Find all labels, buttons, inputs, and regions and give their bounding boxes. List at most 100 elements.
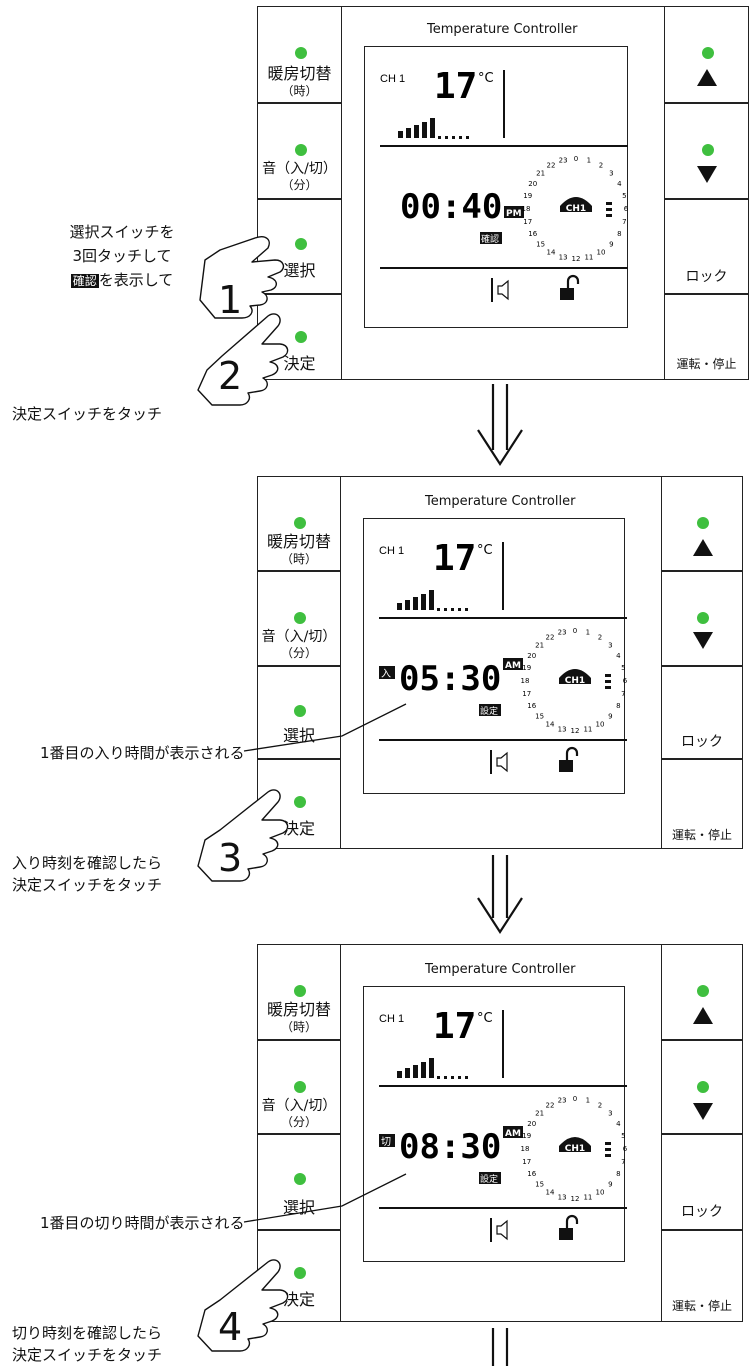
clock-hour-label: 16 xyxy=(527,702,536,710)
run-stop-button[interactable]: 運転・停止 xyxy=(661,1230,743,1322)
temperature-unit: °C xyxy=(477,543,493,558)
sound-button[interactable]: 音（入/切） （分） xyxy=(257,1040,341,1134)
clock-hour-label: 6 xyxy=(624,205,629,213)
level-bar xyxy=(421,594,426,610)
clock-hour-label: 22 xyxy=(546,1102,555,1110)
ampm-label: AM xyxy=(505,1129,521,1139)
lock-label: ロック xyxy=(681,1204,723,1220)
callout-step-4: 1番目の切り時間が表示される xyxy=(40,1214,245,1232)
segment-mark xyxy=(605,674,611,677)
clock-hour-label: 5 xyxy=(622,192,626,200)
channel-badge xyxy=(560,197,592,212)
level-dot xyxy=(451,1076,454,1079)
select-button[interactable]: 選択 xyxy=(257,1134,341,1230)
clock-hour-label: 7 xyxy=(621,1158,625,1166)
sound-sub: （分） xyxy=(280,646,317,660)
segment-mark xyxy=(605,1154,611,1157)
sound-button[interactable]: 音（入/切） （分） xyxy=(257,103,342,199)
controller-panel-3-box: 暖房切替 （時） 音（入/切） （分） 選択 決定 ロック 運転・停止 Temp… xyxy=(257,944,743,1322)
level-bar xyxy=(413,597,418,610)
heat-switch-sub: （時） xyxy=(280,552,317,566)
clock-hour-label: 3 xyxy=(608,1110,612,1118)
sound-sub: （分） xyxy=(280,1115,317,1129)
confirm-badge: 確認 xyxy=(70,274,99,288)
lock-button[interactable]: ロック xyxy=(661,666,743,759)
up-button[interactable] xyxy=(661,476,743,571)
lock-button[interactable]: ロック xyxy=(661,1134,743,1230)
lock-button[interactable]: ロック xyxy=(664,199,749,294)
clock-hour-label: 12 xyxy=(572,255,581,263)
clock-hour-label: 1 xyxy=(587,157,591,165)
clock-hour-label: 18 xyxy=(521,677,530,685)
controller-panel-2: 暖房切替 （時） 音（入/切） （分） 選択 決定 ロック 運転・停止 Temp… xyxy=(257,476,743,849)
level-bar xyxy=(421,1062,426,1078)
level-bar xyxy=(422,122,427,138)
clock-hour-label: 11 xyxy=(583,725,592,733)
run-stop-button[interactable]: 運転・停止 xyxy=(664,294,749,380)
status-badge xyxy=(479,704,501,716)
clock-hour-label: 15 xyxy=(536,240,545,248)
led-indicator xyxy=(295,47,307,59)
level-dot xyxy=(445,136,448,139)
segment-mark xyxy=(606,214,612,217)
clock-hour-label: 19 xyxy=(523,192,532,200)
channel-badge-label: CH1 xyxy=(566,204,586,214)
clock-hour-label: 0 xyxy=(573,1095,577,1103)
led-indicator xyxy=(294,796,306,808)
time-readout: 08:30 xyxy=(399,1127,501,1167)
status-badge-label: 設定 xyxy=(480,1173,498,1185)
clock-hour-label: 22 xyxy=(546,634,555,642)
level-bar xyxy=(405,600,410,610)
clock-hour-label: 4 xyxy=(617,180,622,188)
heat-switch-button[interactable]: 暖房切替 （時） xyxy=(257,6,342,103)
clock-hour-label: 3 xyxy=(609,170,613,178)
sound-button[interactable]: 音（入/切） （分） xyxy=(257,571,341,666)
hand-number-4: 4 xyxy=(218,1305,243,1349)
instruction-step-3: 入り時刻を確認したら 決定スイッチをタッチ xyxy=(12,852,162,896)
led-indicator xyxy=(697,1081,709,1093)
up-button[interactable] xyxy=(661,944,743,1040)
clock-hour-label: 14 xyxy=(547,248,556,256)
confirm-label: 決定 xyxy=(282,1290,315,1309)
led-indicator xyxy=(294,1173,306,1185)
clock-hour-label: 7 xyxy=(622,218,626,226)
clock-hour-label: 1 xyxy=(586,629,590,637)
channel-label: CH 1 xyxy=(380,73,405,85)
ampm-badge xyxy=(504,206,524,218)
select-button[interactable]: 選択 xyxy=(257,199,342,294)
mode-badge-label: 入 xyxy=(381,669,391,680)
clock-hour-label: 8 xyxy=(616,702,620,710)
clock-hour-label: 21 xyxy=(535,1110,544,1118)
ampm-label: PM xyxy=(506,209,522,219)
heat-switch-button[interactable]: 暖房切替 （時） xyxy=(257,944,341,1040)
temperature-unit: °C xyxy=(478,71,494,86)
level-bar xyxy=(397,1071,402,1078)
run-stop-button[interactable]: 運転・停止 xyxy=(661,759,743,849)
heat-switch-button[interactable]: 暖房切替 （時） xyxy=(257,476,341,571)
callout-step-3: 1番目の入り時間が表示される xyxy=(40,744,245,762)
level-dot xyxy=(459,136,462,139)
clock-hour-label: 9 xyxy=(608,1180,612,1188)
down-button[interactable] xyxy=(664,103,749,199)
down-button[interactable] xyxy=(661,571,743,666)
sound-label: 音（入/切） xyxy=(262,161,337,177)
confirm-label: 決定 xyxy=(283,354,316,373)
segment-mark xyxy=(606,208,612,211)
clock-hour-label: 14 xyxy=(546,720,555,728)
lock-label: ロック xyxy=(681,734,723,750)
clock-hour-label: 16 xyxy=(528,230,537,238)
channel-badge xyxy=(559,669,591,684)
down-button[interactable] xyxy=(661,1040,743,1134)
up-button[interactable] xyxy=(664,6,749,103)
select-button[interactable]: 選択 xyxy=(257,666,341,759)
clock-hour-label: 23 xyxy=(559,157,568,165)
up-arrow-icon xyxy=(693,539,713,556)
clock-hour-label: 5 xyxy=(621,664,625,672)
clock-hour-label: 22 xyxy=(547,162,556,170)
clock-hour-label: 3 xyxy=(608,642,612,650)
clock-hour-label: 1 xyxy=(586,1097,590,1105)
clock-hour-label: 9 xyxy=(608,712,612,720)
led-indicator xyxy=(294,1081,306,1093)
